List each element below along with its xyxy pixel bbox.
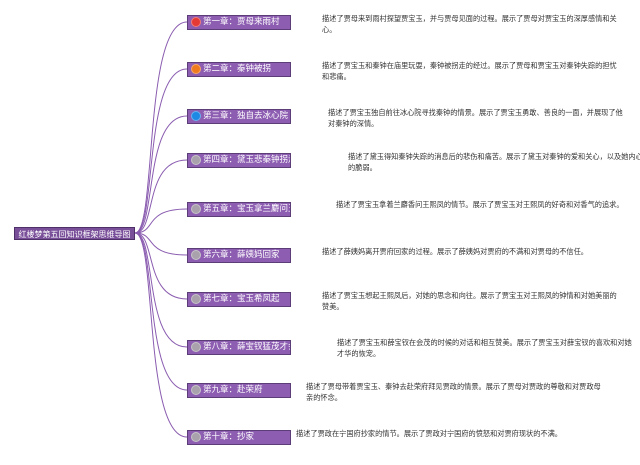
- chapter-node-jia-mu-visit[interactable]: 第一章：贾母来雨村: [187, 15, 291, 30]
- chapter-marker-icon: [191, 154, 201, 165]
- connector-bingxin-yuan: [134, 115, 188, 234]
- connector-qin-zhong-abducted: [134, 68, 188, 234]
- connector-daiyu-grieves: [134, 159, 188, 234]
- chapter-label: 第五章：宝玉拿兰麝问王熙凤: [203, 204, 290, 214]
- root-node[interactable]: 红楼梦第五回知识框架思维导图: [14, 227, 135, 240]
- chapter-node-baoyu-wang-xifeng[interactable]: 第五章：宝玉拿兰麝问王熙凤: [187, 202, 291, 217]
- chapter-description-xue-yima-returns: 描述了薛姨妈离开贾府回家的过程。展示了薛姨妈对贾府的不满和对贾母的不信任。: [322, 247, 588, 256]
- chapter-label: 第二章：秦钟被拐: [203, 64, 272, 74]
- chapter-marker-icon: [191, 249, 201, 260]
- chapter-marker-icon: [191, 203, 201, 214]
- connector-xue-baochai: [134, 232, 188, 348]
- connector-xue-yima-returns: [134, 232, 188, 256]
- chapter-marker-icon: [191, 341, 201, 352]
- chapter-marker-icon: [191, 63, 201, 74]
- chapter-description-xue-baochai: 描述了贾宝玉和薛宝钗在会茂的时候的对话和相互赞美。展示了贾宝玉对薛宝钗的喜欢和对…: [337, 338, 632, 358]
- connector-jia-mu-visit: [134, 21, 188, 234]
- chapter-label: 第八章：薛宝钗猛茂才会: [203, 342, 291, 352]
- chapter-description-baoyu-misses-fengjie: 描述了贾宝玉想起王熙凤后，对她的思念和向往。展示了贾宝玉对王熙凤的钟情和对她美丽…: [322, 291, 617, 311]
- chapter-marker-icon: [191, 16, 201, 27]
- chapter-label: 第三章：独自去冰心院: [203, 111, 289, 121]
- chapter-node-bingxin-yuan[interactable]: 第三章：独自去冰心院: [187, 109, 291, 124]
- chapter-node-xue-yima-returns[interactable]: 第六章：薛姨妈回家: [187, 248, 291, 263]
- chapter-marker-icon: [191, 431, 201, 442]
- chapter-description-visit-rong-mansion: 描述了贾母带着贾宝玉、秦钟去赴荣府拜见贾政的情景。展示了贾母对贾政的尊敬和对贾政…: [306, 382, 601, 402]
- chapter-node-visit-rong-mansion[interactable]: 第九章：赴荣府: [187, 383, 291, 398]
- chapter-description-house-raid: 描述了贾政在宁国府抄家的情节。展示了贾政对宁国府的愤怒和对贾府现状的不满。: [296, 429, 562, 438]
- connector-visit-rong-mansion: [134, 232, 188, 391]
- chapter-marker-icon: [191, 110, 201, 121]
- chapter-label: 第六章：薛姨妈回家: [203, 250, 280, 260]
- chapter-description-qin-zhong-abducted: 描述了贾宝玉和秦钟在庙里玩耍，秦钟被拐走的经过。展示了贾母和贾宝玉对秦钟失踪的担…: [322, 61, 617, 81]
- chapter-description-daiyu-grieves: 描述了黛玉得知秦钟失踪的消息后的悲伤和痛苦。展示了黛玉对秦钟的爱和关心，以及她内…: [348, 152, 640, 172]
- chapter-label: 第一章：贾母来雨村: [203, 17, 280, 27]
- chapter-label: 第十章：抄家: [203, 432, 255, 442]
- chapter-description-jia-mu-visit: 描述了贾母来到雨村探望贾宝玉，并与贾母见面的过程。展示了贾母对贾宝玉的深厚感情和…: [322, 14, 617, 34]
- chapter-marker-icon: [191, 293, 201, 304]
- chapter-label: 第九章：赴荣府: [203, 385, 263, 395]
- chapter-node-daiyu-grieves[interactable]: 第四章：黛玉悲秦钟拐走中: [187, 153, 291, 168]
- chapter-node-qin-zhong-abducted[interactable]: 第二章：秦钟被拐: [187, 62, 291, 77]
- chapter-description-baoyu-wang-xifeng: 描述了贾宝玉拿着兰麝香问王熙凤的情节。展示了贾宝玉对王熙凤的好奇和对香气的追求。: [336, 200, 624, 209]
- connector-house-raid: [134, 232, 188, 438]
- chapter-label: 第四章：黛玉悲秦钟拐走中: [203, 155, 290, 165]
- chapter-node-xue-baochai[interactable]: 第八章：薛宝钗猛茂才会: [187, 340, 291, 355]
- connector-baoyu-wang-xifeng: [134, 208, 188, 234]
- chapter-label: 第七章：宝玉希凤起: [203, 294, 280, 304]
- chapter-node-baoyu-misses-fengjie[interactable]: 第七章：宝玉希凤起: [187, 292, 291, 307]
- chapter-marker-icon: [191, 384, 201, 395]
- chapter-node-house-raid[interactable]: 第十章：抄家: [187, 430, 291, 445]
- connector-baoyu-misses-fengjie: [134, 232, 188, 300]
- chapter-description-bingxin-yuan: 描述了贾宝玉独自前往冰心院寻找秦钟的情景。展示了贾宝玉勇敢、善良的一面，并展现了…: [328, 108, 623, 128]
